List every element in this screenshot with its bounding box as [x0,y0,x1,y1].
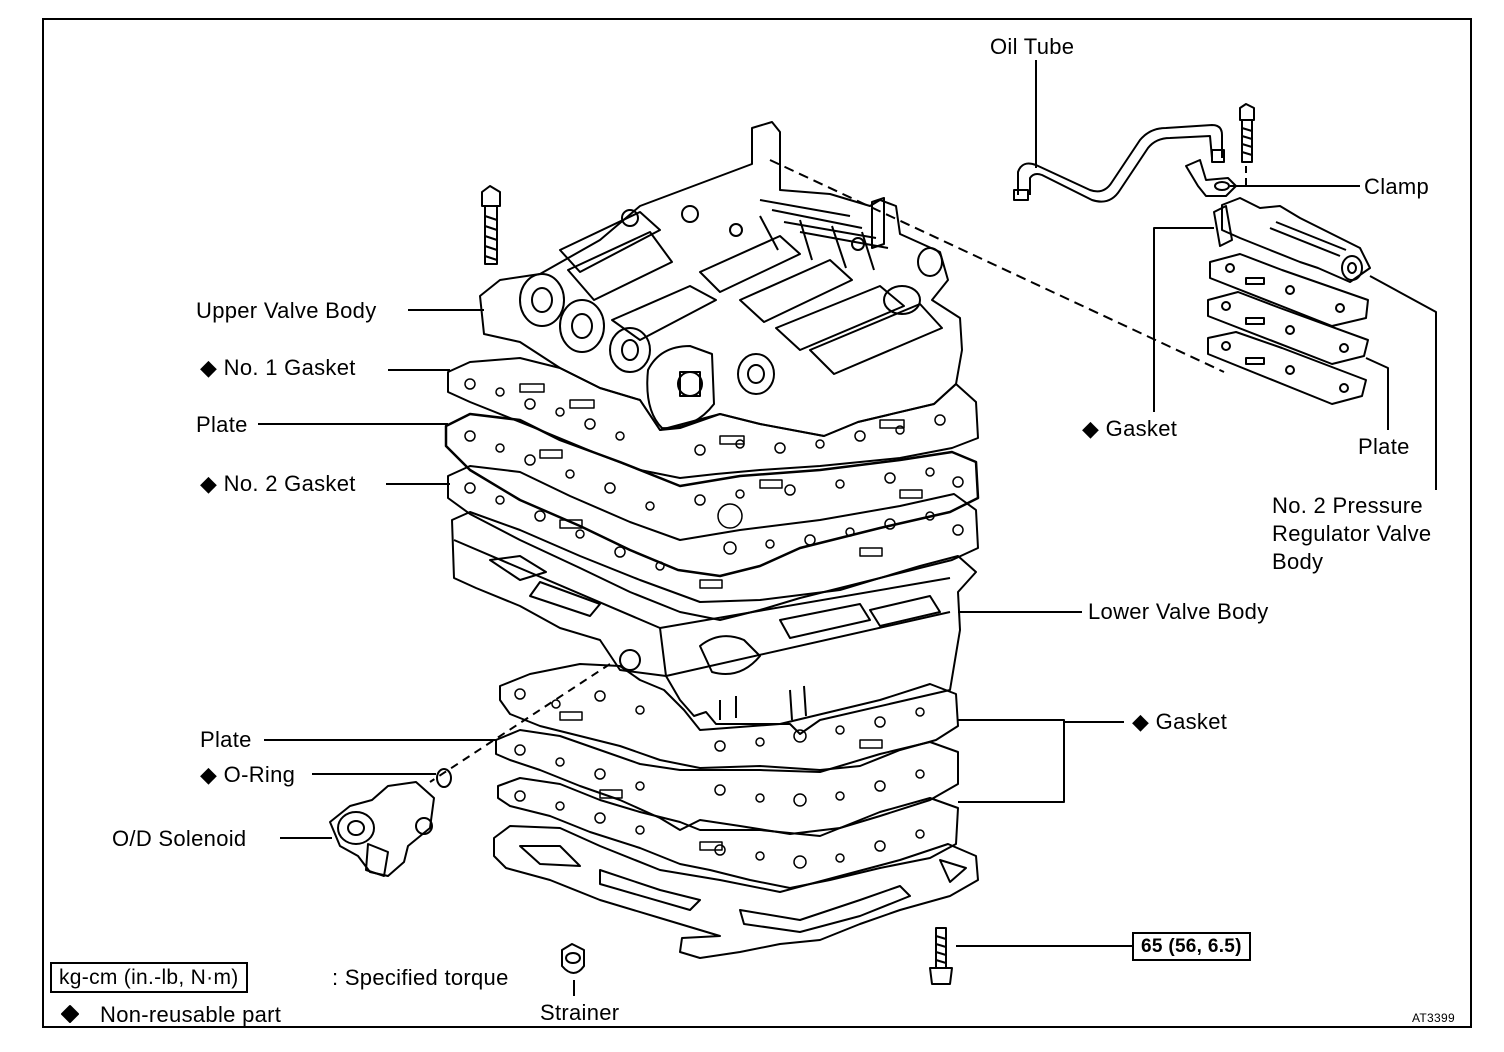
nonreusable-diamond-icon: ◆ [200,355,218,380]
label-od-solenoid: O/D Solenoid [112,826,247,851]
label-gasket-right: Gasket [1105,416,1178,441]
label-no2-gasket: No. 2 Gasket [223,471,356,496]
label-o-ring-row: ◆ O-Ring [200,764,295,786]
bolt-top-right [1239,103,1255,163]
left-leaders [258,309,496,839]
strainer-part [561,943,585,974]
nonreusable-diamond-icon: ◆ [1082,416,1100,441]
upper-valve-body [479,121,963,437]
label-o-ring: O-Ring [223,762,296,787]
legend-nonreusable-desc: Non-reusable part [100,1002,282,1027]
figure-id: AT3399 [1412,1011,1455,1025]
label-gasket-right-row: ◆ Gasket [1082,418,1177,440]
label-upper-valve-body: Upper Valve Body [196,298,377,323]
plate-right-leader [1365,357,1389,430]
label-gasket-lower-row: ◆ Gasket [1132,711,1227,733]
label-oil-tube: Oil Tube [990,34,1075,59]
label-plate-lower: Plate [200,727,252,752]
legend-torque-unit-box: kg-cm (in.-lb, N·m) [50,962,248,993]
alignment-dashed-line [769,159,1225,373]
bottom-cover [493,825,979,959]
label-strainer: Strainer [540,1000,620,1025]
regulator-gasket-stack [1207,253,1369,405]
gasket-hole-pattern [464,378,964,589]
label-lower-valve-body: Lower Valve Body [1088,599,1269,624]
legend-torque-desc: : Specified torque [332,965,509,990]
oil-tube [1013,124,1225,203]
nonreusable-diamond-icon: ◆ [1132,709,1150,734]
plate-upper [444,412,980,578]
label-plate-right: Plate [1358,434,1410,459]
clamp-part [1185,159,1237,197]
lower-plate-stack [495,663,959,889]
legend-diamond-icon [61,1005,79,1023]
bolt-bottom [929,927,953,985]
label-no2-pressure-regulator: No. 2 Pressure Regulator Valve Body [1272,493,1432,574]
bolt-upper [481,185,501,265]
label-clamp: Clamp [1364,174,1430,199]
nonreusable-diamond-icon: ◆ [200,471,218,496]
pressure-regulator-valve-body [1213,197,1371,283]
label-plate-upper: Plate [196,412,248,437]
regulator-leader [1369,275,1437,490]
lower-valve-body [451,511,977,735]
label-gasket-lower: Gasket [1155,709,1228,734]
torque-spec-box: 65 (56, 6.5) [1132,932,1251,961]
solenoid-dashed-guide [429,663,611,783]
diagram-frame [42,18,1472,1028]
gasket-lower-bracket [958,719,1065,803]
gasket-right-leader [1153,227,1214,412]
lower-gasket-holes [514,688,925,869]
od-solenoid-part [329,781,435,877]
nonreusable-diamond-icon: ◆ [200,762,218,787]
label-no1-gasket: No. 1 Gasket [223,355,356,380]
o-ring-part [436,768,452,788]
label-no2-gasket-row: ◆ No. 2 Gasket [200,473,356,495]
label-no1-gasket-row: ◆ No. 1 Gasket [200,357,356,379]
no2-gasket [447,465,979,621]
